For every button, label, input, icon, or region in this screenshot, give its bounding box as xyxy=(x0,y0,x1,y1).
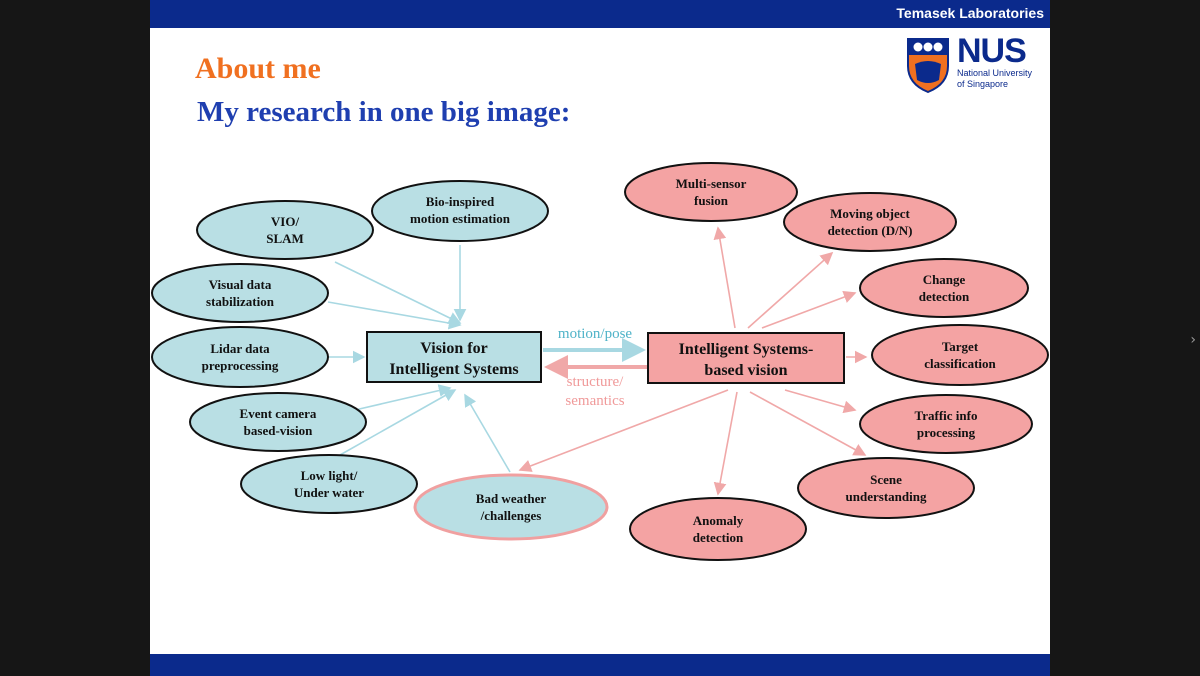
slide: Temasek Laboratories NUS National Univer… xyxy=(150,0,1050,676)
right-node-target: Target classification xyxy=(871,324,1049,386)
svg-text:Multi-sensor: Multi-sensor xyxy=(676,176,747,191)
arrow-scene xyxy=(749,391,867,456)
arrow-event xyxy=(354,384,452,411)
right-node-traffic: Traffic info processing xyxy=(859,394,1033,454)
nus-logo: NUS National University of Singapore xyxy=(905,32,1047,96)
right-node-change: Change detection xyxy=(859,258,1029,318)
footer-bar xyxy=(150,654,1050,676)
input-arrows xyxy=(327,245,511,473)
logo-sub-line1: National University xyxy=(957,68,1033,78)
svg-text:Anomaly: Anomaly xyxy=(693,513,744,528)
center-right-line2: based vision xyxy=(704,362,787,379)
label-motion-pose: motion/pose xyxy=(558,326,633,342)
svg-text:Moving object: Moving object xyxy=(830,206,910,221)
header-bar: Temasek Laboratories xyxy=(150,0,1050,28)
slide-title: About me xyxy=(195,52,321,85)
svg-text:Traffic info: Traffic info xyxy=(915,408,978,423)
svg-text:Target: Target xyxy=(942,339,979,354)
svg-text:Scene: Scene xyxy=(870,472,902,487)
arrow-stabilization xyxy=(327,301,462,330)
arrow-anomaly xyxy=(713,391,738,496)
svg-text:/challenges: /challenges xyxy=(480,508,542,523)
output-arrows xyxy=(518,226,868,496)
right-node-scene: Scene understanding xyxy=(797,457,975,519)
org-name: Temasek Laboratories xyxy=(896,5,1044,21)
logo-subtitle: National University of Singapore xyxy=(957,68,1047,90)
center-right-line1: Intelligent Systems- xyxy=(679,341,814,358)
research-diagram: motion/pose structure/ semantics Vision … xyxy=(151,162,1049,561)
svg-text:VIO/: VIO/ xyxy=(271,214,300,229)
svg-text:Visual data: Visual data xyxy=(209,277,272,292)
left-node-lowlight: Low light/ Under water xyxy=(240,454,418,514)
left-node-event: Event camera based-vision xyxy=(189,392,367,452)
nus-crest-icon xyxy=(907,38,949,94)
svg-text:based-vision: based-vision xyxy=(244,423,313,438)
label-structure: structure/ xyxy=(567,374,624,390)
next-slide-icon[interactable]: › xyxy=(1190,332,1196,348)
arrow-fusion xyxy=(713,226,736,329)
left-node-bio: Bio-inspired motion estimation xyxy=(371,180,549,242)
svg-text:understanding: understanding xyxy=(846,489,927,504)
left-node-lidar: Lidar data preprocessing xyxy=(151,326,329,388)
arrow-weather xyxy=(464,393,511,473)
center-box-vision: Vision for Intelligent Systems xyxy=(366,331,542,383)
center-box-intelligent: Intelligent Systems- based vision xyxy=(647,332,845,384)
svg-text:preprocessing: preprocessing xyxy=(202,358,279,373)
arrow-lowlight xyxy=(339,389,457,456)
svg-text:Change: Change xyxy=(923,272,966,287)
svg-text:processing: processing xyxy=(917,425,976,440)
center-left-line2: Intelligent Systems xyxy=(389,361,518,378)
logo-wordmark: NUS xyxy=(957,32,1027,70)
left-node-stabilization: Visual data stabilization xyxy=(151,263,329,323)
svg-text:Under water: Under water xyxy=(294,485,364,500)
svg-text:classification: classification xyxy=(924,356,996,371)
right-node-moving: Moving object detection (D/N) xyxy=(783,192,957,252)
arrow-weather-back xyxy=(518,389,729,472)
svg-text:Lidar data: Lidar data xyxy=(210,341,270,356)
svg-text:fusion: fusion xyxy=(694,193,729,208)
svg-text:SLAM: SLAM xyxy=(266,231,304,246)
svg-text:detection (D/N): detection (D/N) xyxy=(828,223,913,238)
arrow-traffic xyxy=(784,389,857,414)
svg-text:Event camera: Event camera xyxy=(240,406,317,421)
left-node-weather: Bad weather /challenges xyxy=(413,473,609,541)
slide-subtitle: My research in one big image: xyxy=(197,96,571,128)
center-left-line1: Vision for xyxy=(420,340,487,357)
arrow-change xyxy=(761,290,857,329)
right-node-fusion: Multi-sensor fusion xyxy=(624,162,798,222)
left-node-vio: VIO/ SLAM xyxy=(196,200,374,260)
svg-text:Low light/: Low light/ xyxy=(301,468,358,483)
arrow-vio xyxy=(334,261,462,324)
svg-text:detection: detection xyxy=(919,289,970,304)
logo-sub-line2: of Singapore xyxy=(957,79,1009,89)
svg-text:stabilization: stabilization xyxy=(206,294,275,309)
arrow-moving xyxy=(747,251,834,329)
svg-text:Bio-inspired: Bio-inspired xyxy=(426,194,495,209)
svg-text:motion estimation: motion estimation xyxy=(410,211,511,226)
label-semantics: semantics xyxy=(565,393,624,409)
svg-text:detection: detection xyxy=(693,530,744,545)
right-node-anomaly: Anomaly detection xyxy=(629,497,807,561)
svg-text:Bad weather: Bad weather xyxy=(476,491,547,506)
